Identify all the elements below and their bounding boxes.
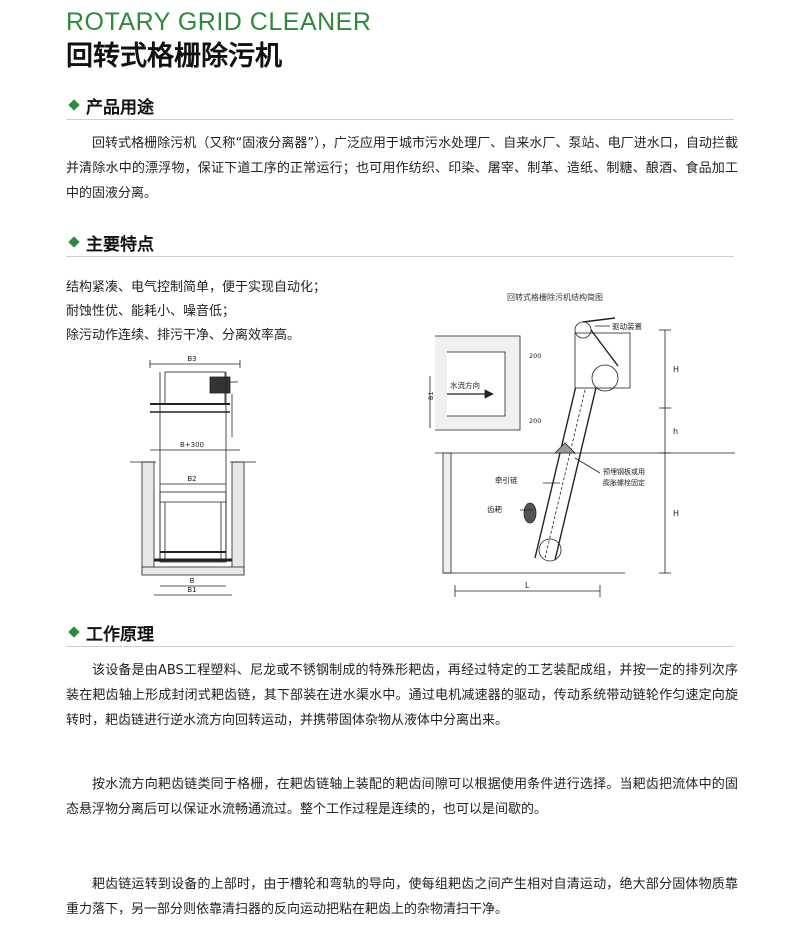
dim-label: B3 xyxy=(187,355,196,363)
label-drive: 驱动装置 xyxy=(612,321,642,331)
dim-label: H xyxy=(673,509,679,518)
divider xyxy=(66,119,734,120)
front-view-diagram: B3 B+300 B2 B B1 xyxy=(130,355,256,596)
dim-label: 200 xyxy=(529,352,541,360)
dim-label: h xyxy=(673,427,678,436)
feature-item: 结构紧凑、电气控制简单，便于实现自动化； xyxy=(66,280,327,295)
dim-label: B1 xyxy=(187,586,196,594)
dim-label: B2 xyxy=(187,475,196,483)
features-list: 结构紧凑、电气控制简单，便于实现自动化； 耐蚀性优、能耗小、噪音低； 除污动作连… xyxy=(66,276,326,348)
title-english: ROTARY GRID CLEANER xyxy=(66,8,372,36)
dim-label: 200 xyxy=(529,417,541,425)
section-title: 产品用途 xyxy=(86,97,154,118)
principle-paragraph: 该设备是由ABS工程塑料、尼龙或不锈钢制成的特殊形耙齿，再经过特定的工艺装配成组… xyxy=(66,663,738,728)
dim-label: B+300 xyxy=(180,441,204,449)
feature-item: 耐蚀性优、能耗小、噪音低； xyxy=(66,304,236,319)
section-title: 主要特点 xyxy=(86,234,154,255)
dim-label: L xyxy=(525,581,530,590)
diamond-bullet-icon xyxy=(68,626,80,638)
principle-paragraph: 耙齿链运转到设备的上部时，由于槽轮和弯轨的导向，使每组耙齿之间产生相对自清运动，… xyxy=(66,877,738,917)
label-embed: 预埋钢板或用 xyxy=(603,467,645,476)
diamond-bullet-icon xyxy=(68,99,80,111)
section-title: 工作原理 xyxy=(86,624,154,645)
feature-item: 除污动作连续、排污干净、分离效率高。 xyxy=(66,328,301,343)
label-rake: 齿耙 xyxy=(487,505,502,514)
side-view-diagram: 回转式格栅除污机结构简图 xyxy=(427,292,735,597)
dim-label: B1 xyxy=(427,391,435,400)
section-principle-heading: 工作原理 xyxy=(66,621,734,647)
principle-paragraph: 按水流方向耙齿链类同于格栅，在耙齿链轴上装配的耙齿间隙可以根据使用条件进行选择。… xyxy=(66,777,738,817)
divider xyxy=(66,256,734,257)
title-chinese: 回转式格栅除污机 xyxy=(66,41,282,72)
dim-label: H xyxy=(673,365,679,374)
section-usage-heading: 产品用途 xyxy=(66,94,734,120)
dim-label: B xyxy=(190,577,195,585)
divider xyxy=(66,646,734,647)
diagram-caption: 回转式格栅除污机结构简图 xyxy=(507,292,603,302)
label-embed-2: 膨胀螺栓固定 xyxy=(603,478,645,487)
diamond-bullet-icon xyxy=(68,236,80,248)
label-flow-direction: 水流方向 xyxy=(450,380,480,390)
section-features-heading: 主要特点 xyxy=(66,231,734,257)
usage-paragraph: 回转式格栅除污机（又称“固液分离器”），广泛应用于城市污水处理厂、自来水厂、泵站… xyxy=(66,136,738,201)
label-chain: 牵引链 xyxy=(495,475,518,485)
